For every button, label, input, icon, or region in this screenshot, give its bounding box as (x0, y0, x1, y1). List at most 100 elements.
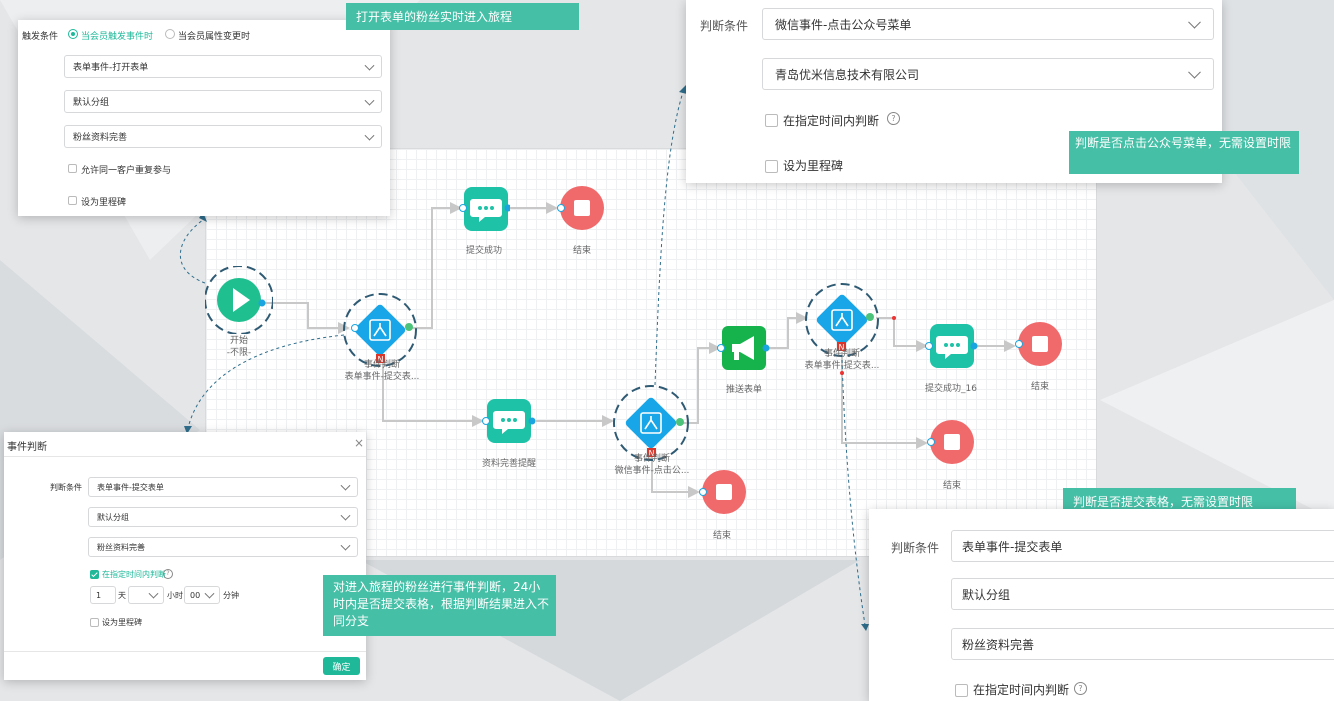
wechat-event-select[interactable]: 微信事件-点击公众号菜单 (762, 8, 1214, 40)
chevron-down-icon (148, 588, 159, 599)
radio-member-event-label: 当会员触发事件时 (81, 32, 154, 42)
dialog-time-label: 在指定时间内判断 (102, 570, 166, 579)
minutes-select[interactable]: 00 (184, 586, 220, 604)
end4-label: 结束 (942, 481, 962, 491)
wechat-time-label: 在指定时间内判断 (783, 114, 880, 128)
stop-icon (716, 484, 732, 500)
svg-text:N: N (839, 343, 845, 352)
trigger-form-select[interactable]: 粉丝资料完善 (64, 125, 382, 148)
push-form-label: 推送表单 (725, 385, 763, 395)
push-form-node[interactable] (716, 325, 770, 373)
start-label: 开始 (229, 336, 249, 346)
submit-event-select[interactable]: 表单事件-提交表单 (951, 530, 1334, 562)
minutes-unit: 分钟 (223, 591, 239, 600)
event2-label: 事件判断 (633, 454, 671, 464)
confirm-button[interactable]: 确定 (323, 657, 360, 675)
chat-icon (936, 336, 968, 359)
chevron-down-icon (340, 510, 351, 521)
stop-icon (574, 200, 590, 216)
chevron-down-icon (364, 60, 375, 71)
submit-group-select[interactable]: 默认分组 (951, 578, 1334, 610)
callout-open-form: 打开表单的粉丝实时进入旅程 (346, 3, 579, 30)
event-node-submit[interactable]: N (804, 282, 880, 358)
event-node-wechat[interactable]: N (612, 384, 690, 462)
msg-success-label: 提交成功 (465, 246, 503, 256)
dialog-milestone-label: 设为里程碑 (102, 618, 142, 627)
chevron-down-icon (364, 95, 375, 106)
dialog-form-select[interactable]: 粉丝资料完善 (88, 537, 358, 557)
close-icon[interactable]: × (354, 436, 365, 450)
allow-repeat-checkbox[interactable] (68, 164, 77, 173)
end1-label: 结束 (572, 246, 592, 256)
trigger-group-select[interactable]: 默认分组 (64, 90, 382, 113)
trigger-condition-panel: 触发条件 当会员触发事件时 当会员属性变更时 表单事件-打开表单 默认分组 粉丝… (18, 20, 390, 216)
days-unit: 天 (118, 591, 126, 600)
stop-icon (944, 434, 960, 450)
branch-icon (640, 412, 662, 434)
submit-form-select[interactable]: 粉丝资料完善 (951, 628, 1334, 660)
msg-success16-label: 提交成功_16 (925, 384, 977, 394)
dialog-title: 事件判断 (7, 442, 47, 453)
help-icon[interactable]: ? (163, 569, 173, 579)
chevron-down-icon (1188, 15, 1201, 29)
message-node-success-16[interactable] (924, 323, 978, 371)
end2-label: 结束 (712, 531, 732, 541)
message-node-success[interactable] (458, 186, 512, 234)
end3-label: 结束 (1030, 382, 1050, 392)
radio-member-event[interactable] (68, 29, 78, 39)
start-sub: -不限- (226, 348, 252, 358)
wechat-time-checkbox[interactable] (765, 114, 778, 127)
milestone-checkbox[interactable] (68, 196, 77, 205)
wechat-milestone-checkbox[interactable] (765, 160, 778, 173)
event3-label: 事件判断 (823, 349, 861, 359)
play-icon (233, 288, 250, 312)
wechat-milestone-label: 设为里程碑 (783, 159, 844, 173)
message-node-remind[interactable] (481, 399, 536, 447)
check-icon (91, 570, 98, 578)
hours-unit: 小时 (167, 591, 183, 600)
end-node-2[interactable] (697, 470, 749, 516)
end-node-1[interactable] (555, 186, 607, 232)
chevron-down-icon (340, 540, 351, 551)
help-icon[interactable]: ? (1074, 682, 1087, 695)
callout-event-judgment: 对进入旅程的粉丝进行事件判断，24小时内是否提交表格，根据判断结果进入不同分支 (323, 575, 556, 636)
dialog-milestone-checkbox[interactable] (90, 618, 99, 627)
dialog-event-select[interactable]: 表单事件-提交表单 (88, 477, 358, 497)
svg-text:N: N (378, 355, 384, 364)
end-node-3[interactable] (1013, 322, 1065, 368)
submit-time-checkbox[interactable] (955, 684, 968, 697)
submit-time-label: 在指定时间内判断 (973, 683, 1070, 697)
chevron-down-icon (364, 130, 375, 141)
event2-sub: 微信事件-点击公... (614, 466, 690, 476)
radio-attr-change-label: 当会员属性变更时 (178, 32, 251, 42)
milestone-label: 设为里程碑 (81, 198, 127, 208)
wechat-label: 判断条件 (700, 19, 749, 33)
branch-icon (831, 309, 853, 331)
allow-repeat-label: 允许同一客户重复参与 (81, 166, 172, 176)
dialog-group-select[interactable]: 默认分组 (88, 507, 358, 527)
event1-label: 事件判断 (363, 360, 401, 370)
event-node-form[interactable]: N (342, 292, 418, 368)
hours-select[interactable] (128, 586, 164, 604)
event3-sub: 表单事件-提交表... (804, 361, 880, 371)
dialog-time-checkbox[interactable] (90, 570, 99, 579)
days-input[interactable]: 1 (90, 586, 116, 604)
chevron-down-icon (204, 588, 215, 599)
event1-sub: 表单事件-提交表... (344, 372, 420, 382)
chat-icon (470, 199, 502, 222)
trigger-label: 触发条件 (22, 32, 59, 42)
help-icon[interactable]: ? (887, 112, 900, 125)
end-node-4[interactable] (925, 420, 977, 466)
svg-text:N: N (649, 449, 655, 458)
radio-attr-change[interactable] (165, 29, 175, 39)
msg-remind-label: 资料完善提醒 (481, 459, 537, 469)
wechat-account-select[interactable]: 青岛优米信息技术有限公司 (762, 58, 1214, 90)
stop-icon (1032, 336, 1048, 352)
start-node[interactable] (204, 265, 274, 335)
chevron-down-icon (1188, 65, 1201, 79)
megaphone-icon (732, 336, 754, 360)
chat-icon (493, 411, 525, 434)
trigger-event-select[interactable]: 表单事件-打开表单 (64, 55, 382, 78)
callout-wechat: 判断是否点击公众号菜单，无需设置时限 (1069, 131, 1299, 174)
